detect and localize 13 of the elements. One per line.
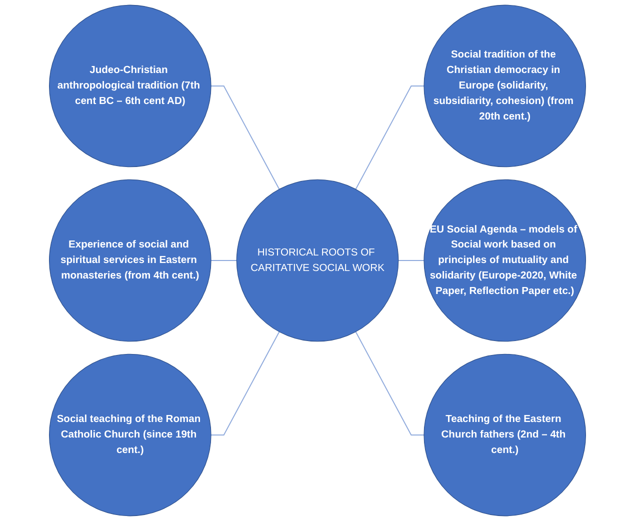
node-circle: Experience of social and spiritual services in Eastern monasteries (from 4th cent.): [48, 179, 212, 342]
node-circle: Judeo-Christian anthropological tradition (7th cent BC – 6th cent AD): [48, 4, 212, 168]
node-circle: EU Social Agenda – models of Social work based on principles of mutuality and solidarity (Europe-2020, White Paper, Reflection Paper etc.): [424, 179, 586, 342]
connector: [355, 86, 424, 190]
connector: [210, 260, 238, 261]
connector: [210, 86, 280, 190]
connector: [355, 331, 424, 436]
node-circle: HISTORICAL ROOTS OF CARITATIVE SOCIAL WORK: [236, 179, 399, 342]
node-circle: Social teaching of the Roman Catholic Church (since 19th cent.): [48, 354, 212, 516]
node-circle: Teaching of the Eastern Church fathers (2nd – 4th cent.): [424, 354, 586, 516]
node-circle: Social tradition of the Christian democracy in Europe (solidarity, subsidiarity, cohesion) (from 20th cent.): [424, 4, 586, 168]
connector: [398, 260, 424, 261]
connector: [210, 331, 280, 436]
